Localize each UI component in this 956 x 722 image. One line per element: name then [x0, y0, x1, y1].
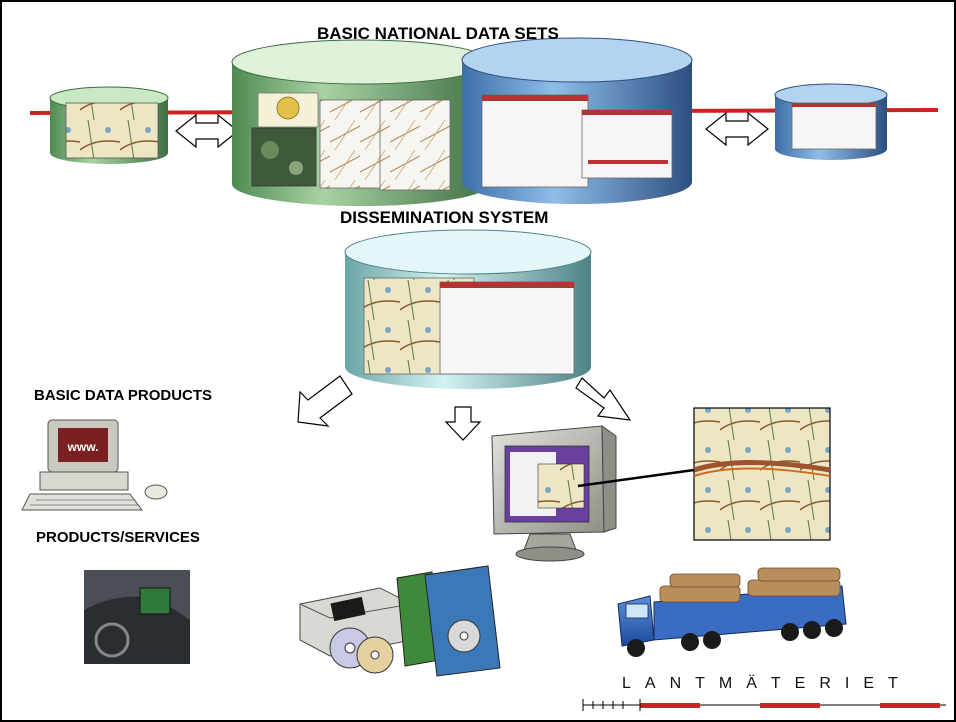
mouse [144, 484, 168, 500]
desktop-computer-icon [21, 419, 168, 511]
green-database-cylinder [231, 39, 491, 206]
right-exchange-arrow [705, 111, 769, 147]
car-gps-photo [84, 570, 190, 664]
dissemination-cylinder [344, 229, 592, 389]
lantmateriet-logo-text: LANTMÄTERIET [622, 675, 912, 692]
dissemination-screen [439, 281, 575, 375]
dissemination-system-title: DISSEMINATION SYSTEM [340, 208, 549, 227]
register-screen-2 [581, 109, 673, 179]
keyboard [21, 493, 143, 511]
right-register-screen [791, 102, 877, 150]
crt-monitor-icon [491, 425, 617, 562]
blue-database-cylinder [461, 37, 693, 204]
arrow-to-basic-products [297, 375, 353, 427]
products-services-label: PRODUCTS/SERVICES [36, 529, 200, 546]
left-exchange-arrow [175, 113, 239, 149]
zoomed-map-tile [693, 407, 831, 541]
timber-truck-illustration [617, 567, 847, 657]
left-map-thumbnail [65, 102, 159, 159]
left-database-cylinder [49, 86, 169, 164]
monitor-map-thumbnail [537, 463, 585, 509]
arrow-down-center [444, 406, 482, 441]
basic-national-data-sets-title: BASIC NATIONAL DATA SETS [317, 24, 559, 43]
right-database-cylinder [774, 83, 888, 160]
arrow-to-monitor [575, 377, 632, 421]
print-products-cluster [299, 565, 501, 677]
seal-icon [276, 96, 300, 120]
www-screen-text: www. [67, 440, 99, 454]
zoom-connector [577, 468, 695, 488]
truck-cab [617, 595, 655, 647]
gps-screen [139, 587, 171, 615]
line-map-thumbnail-2 [379, 99, 451, 191]
register-screen-1 [481, 94, 589, 188]
aerial-photo-thumbnail [251, 127, 317, 187]
brand-scale-bar [582, 699, 946, 711]
basic-data-products-label: BASIC DATA PRODUCTS [34, 387, 213, 404]
